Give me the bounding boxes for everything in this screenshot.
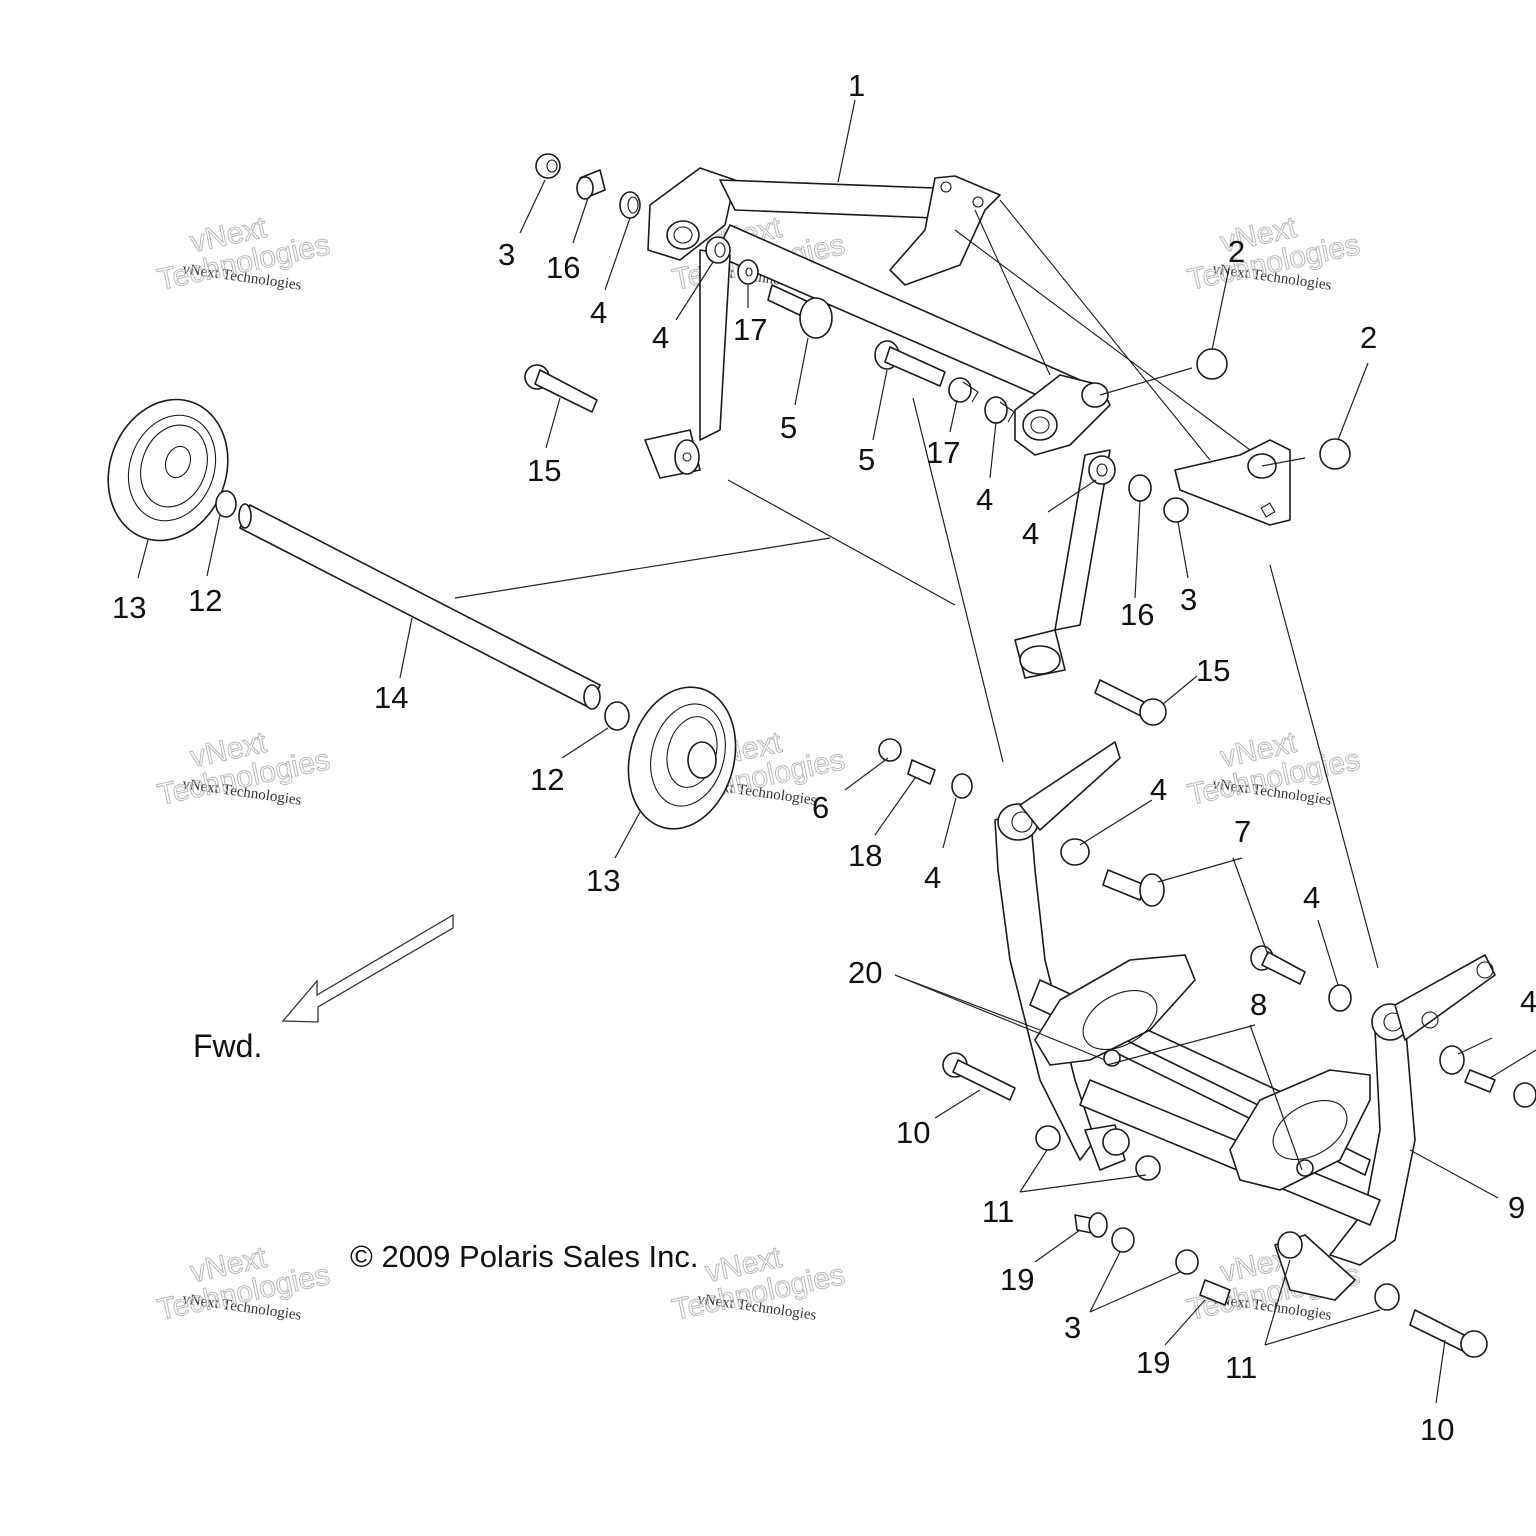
callout-3: 3 bbox=[1064, 1310, 1081, 1345]
callout-8: 8 bbox=[1250, 987, 1267, 1022]
callout-4: 4 bbox=[1520, 984, 1536, 1019]
forward-arrow: Fwd. bbox=[193, 913, 454, 1064]
assembly-lines bbox=[454, 397, 1379, 969]
watermark-mid-left: vNext vNext Technologies Technologies bbox=[154, 725, 333, 812]
idler-assembly bbox=[107, 398, 737, 830]
callout-4: 4 bbox=[652, 320, 669, 355]
callout-18: 18 bbox=[848, 838, 882, 873]
callout-4: 4 bbox=[1150, 772, 1167, 807]
callout-13: 13 bbox=[112, 590, 146, 625]
callout-20: 20 bbox=[848, 955, 882, 990]
callout-10: 10 bbox=[896, 1115, 930, 1150]
callout-4: 4 bbox=[976, 482, 993, 517]
callout-17: 17 bbox=[926, 435, 960, 470]
callout-17: 17 bbox=[733, 312, 767, 347]
callout-2: 2 bbox=[1360, 320, 1377, 355]
callout-3: 3 bbox=[498, 237, 515, 272]
watermark-top-left: vNext vNext Technologies Technologies bbox=[154, 210, 333, 297]
callout-15: 15 bbox=[1196, 653, 1230, 688]
callout-labels: 1 2 2 3 3 3 4 4 4 4 4 4 4 4 5 5 6 7 8 9 … bbox=[112, 68, 1536, 1447]
callout-2: 2 bbox=[1228, 234, 1245, 269]
callout-14: 14 bbox=[374, 680, 408, 715]
callout-12: 12 bbox=[530, 762, 564, 797]
callout-13: 13 bbox=[586, 863, 620, 898]
callout-12: 12 bbox=[188, 583, 222, 618]
callout-5: 5 bbox=[780, 410, 797, 445]
watermark-mid-right: vNext vNext Technologies Technologies bbox=[1184, 725, 1363, 812]
arrow-left-down-icon bbox=[281, 913, 454, 1023]
callout-16: 16 bbox=[546, 250, 580, 285]
watermark-bottom-left: vNext vNext Technologies Technologies bbox=[154, 1240, 333, 1327]
callout-11: 11 bbox=[1225, 1350, 1257, 1385]
callout-3: 3 bbox=[1180, 582, 1197, 617]
copyright-notice: © 2009 Polaris Sales Inc. bbox=[350, 1239, 699, 1274]
callout-4: 4 bbox=[590, 295, 607, 330]
callout-10: 10 bbox=[1420, 1412, 1454, 1447]
callout-4: 4 bbox=[1303, 880, 1320, 915]
callout-4: 4 bbox=[924, 860, 941, 895]
forward-label: Fwd. bbox=[193, 1028, 262, 1064]
callout-1: 1 bbox=[848, 68, 865, 103]
callout-leaders bbox=[137, 99, 1536, 1404]
callout-15: 15 bbox=[527, 453, 561, 488]
callout-6: 6 bbox=[812, 790, 829, 825]
callout-4: 4 bbox=[1022, 516, 1039, 551]
hardware-lower bbox=[878, 738, 1536, 1358]
callout-19: 19 bbox=[1136, 1345, 1170, 1380]
upper-arm-frame bbox=[644, 167, 1291, 679]
callout-11: 11 bbox=[982, 1194, 1014, 1229]
callout-7: 7 bbox=[1234, 814, 1251, 849]
watermark-top-right: vNext vNext Technologies Technologies bbox=[1184, 210, 1363, 297]
callout-16: 16 bbox=[1120, 597, 1154, 632]
callout-9: 9 bbox=[1508, 1190, 1525, 1225]
callout-5: 5 bbox=[858, 442, 875, 477]
callout-19: 19 bbox=[1000, 1262, 1034, 1297]
lower-arm bbox=[994, 741, 1496, 1301]
